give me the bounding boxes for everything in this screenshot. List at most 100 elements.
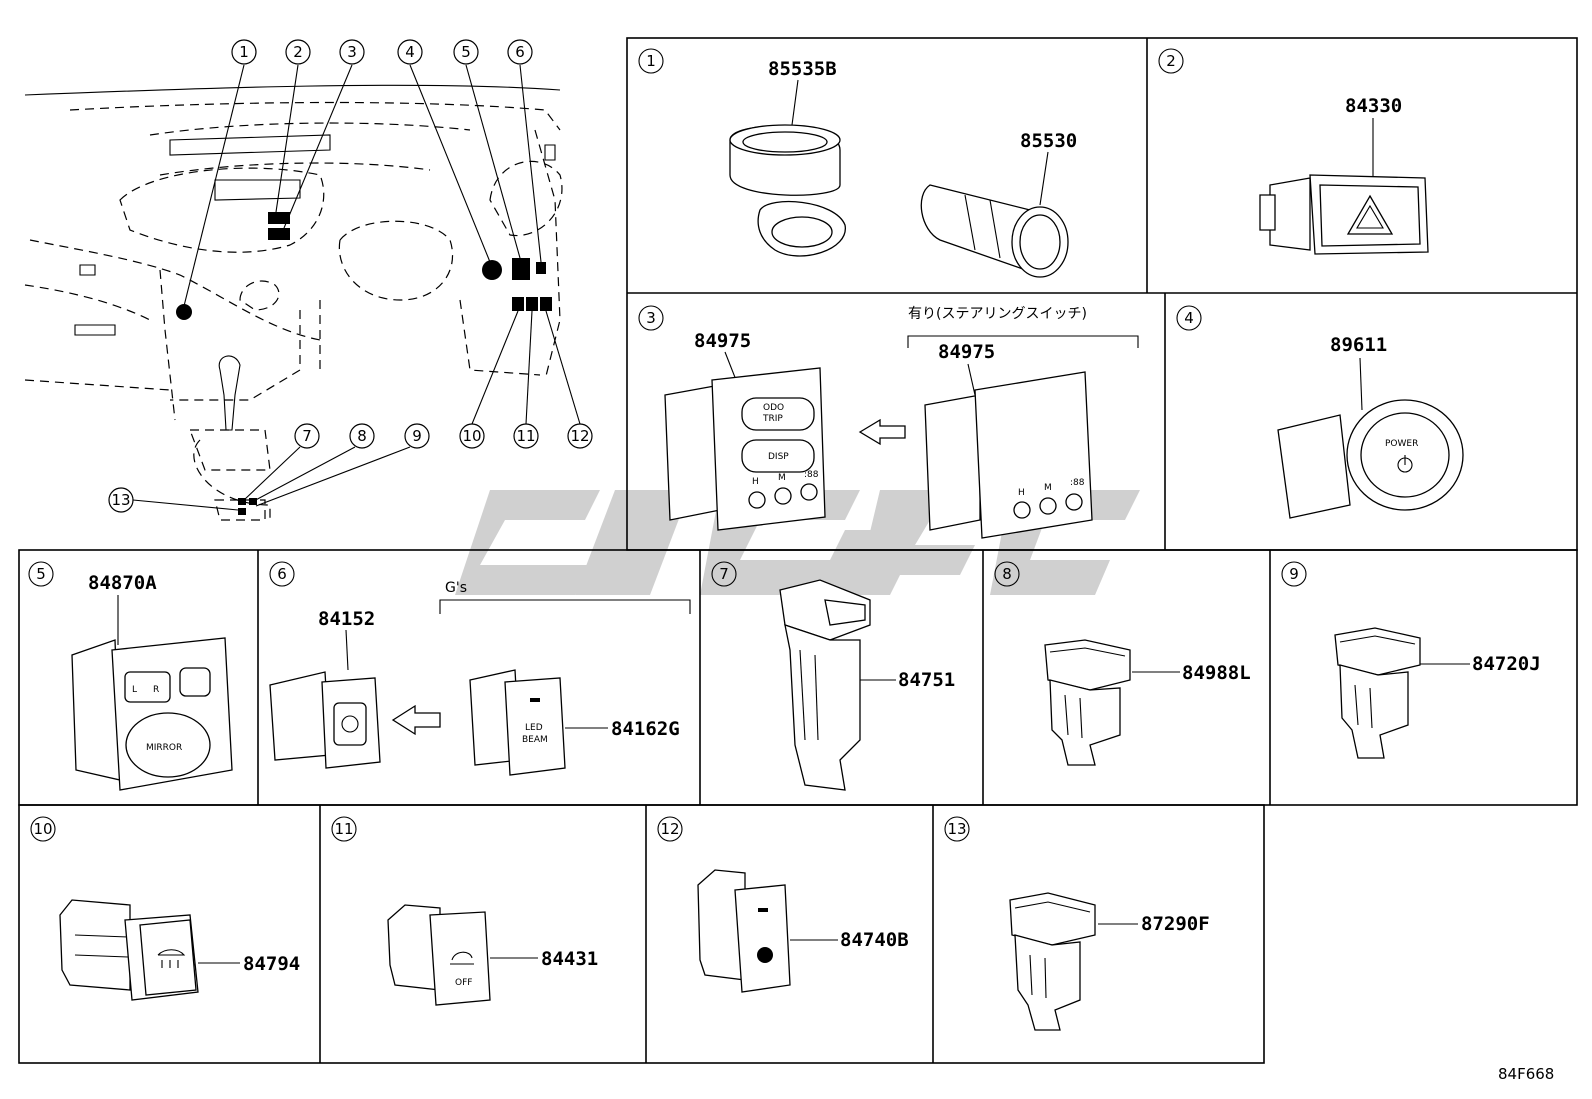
svg-text:6: 6: [515, 43, 525, 61]
overview-callout-1: 1: [231, 39, 257, 65]
svg-text:OFF: OFF: [455, 978, 472, 988]
odo-trip-switch-right-drawing: H M :88: [924, 371, 1093, 539]
svg-text:DISP: DISP: [768, 452, 789, 462]
svg-text:MIRROR: MIRROR: [146, 743, 182, 753]
cell-number: 2: [1166, 52, 1176, 70]
cell-7: 7 84751: [711, 561, 955, 791]
cell-5: 5 84870A L R MIRROR: [28, 561, 233, 791]
gs-note: G's: [445, 580, 467, 596]
headlight-leveling-switch-drawing: [269, 671, 381, 769]
part-number-84988L: 84988L: [1182, 662, 1251, 684]
overview-callout-9: 9: [404, 423, 430, 449]
cell-number: 5: [36, 565, 46, 583]
rear-defogger-icon: [157, 949, 186, 968]
svg-text:2: 2: [293, 43, 303, 61]
switch-84751-drawing: [779, 579, 871, 791]
overview-callout-13: 13: [108, 487, 134, 513]
cell-number: 7: [719, 565, 729, 583]
cell-3: 3 84975 有り(ステアリングスイッチ) 84975 ODO TRIP DI…: [638, 305, 1139, 539]
steering-switch-note: 有り(ステアリングスイッチ): [908, 306, 1087, 322]
switch-84720J-drawing: [1334, 627, 1421, 759]
svg-text:9: 9: [412, 427, 422, 445]
led-beam-switch-drawing: LED BEAM: [469, 669, 566, 776]
arrow-left-icon: [391, 704, 441, 736]
svg-text:POWER: POWER: [1385, 439, 1418, 449]
part-number-84870A: 84870A: [88, 572, 157, 594]
svg-text::88: :88: [804, 470, 819, 480]
svg-text:4: 4: [405, 43, 415, 61]
cell-number: 8: [1002, 565, 1012, 583]
part-number-84975-right: 84975: [938, 341, 995, 363]
switch-84740B-drawing: [697, 869, 791, 993]
svg-text::88: :88: [1070, 478, 1085, 488]
cell-1: 1 85535B 85530: [638, 48, 1077, 278]
switch-87290F-drawing: [1009, 892, 1096, 1031]
arrow-left-icon: [858, 418, 906, 446]
overview-callout-8: 8: [349, 423, 375, 449]
part-number-85530: 85530: [1020, 130, 1077, 152]
overview-callout-4: 4: [397, 39, 423, 65]
odo-trip-switch-left-drawing: ODO TRIP DISP H M :88: [664, 367, 826, 531]
svg-text:13: 13: [111, 491, 130, 509]
svg-text:R: R: [153, 685, 159, 695]
mirror-switch-drawing: L R MIRROR: [71, 637, 233, 791]
svg-text:1: 1: [239, 43, 249, 61]
defogger-switch-drawing: [59, 899, 199, 1001]
cell-number: 11: [334, 820, 353, 838]
overview-callout-5: 5: [453, 39, 479, 65]
part-number-84162G: 84162G: [611, 718, 680, 740]
svg-text:M: M: [778, 473, 786, 483]
cell-11: 11 84431 OFF: [331, 816, 598, 1006]
part-number-87290F: 87290F: [1141, 913, 1210, 935]
power-outlet-socket-drawing: [729, 124, 846, 257]
skid-car-icon: [450, 951, 474, 965]
svg-text:L: L: [132, 685, 137, 695]
overview-callout-10: 10: [459, 423, 485, 449]
overview-callout-12: 12: [567, 423, 593, 449]
part-number-84330: 84330: [1345, 95, 1402, 117]
cell-9: 9 84720J: [1281, 561, 1541, 759]
svg-text:5: 5: [461, 43, 471, 61]
svg-text:10: 10: [462, 427, 481, 445]
cell-number: 12: [660, 820, 679, 838]
svg-text:M: M: [1044, 483, 1052, 493]
svg-text:ODO: ODO: [763, 403, 784, 413]
cell-number: 9: [1289, 565, 1299, 583]
svg-text:8: 8: [357, 427, 367, 445]
svg-text:11: 11: [516, 427, 535, 445]
cell-number: 1: [646, 52, 656, 70]
svg-text:3: 3: [347, 43, 357, 61]
vsc-off-switch-drawing: OFF: [387, 904, 491, 1006]
cell-10: 10 84794: [30, 816, 300, 1001]
part-number-84794: 84794: [243, 953, 300, 975]
grid-frame: [18, 37, 1578, 1064]
diagram-code: 84F668: [1498, 1065, 1554, 1083]
overview-callout-11: 11: [513, 423, 539, 449]
overview-callout-2: 2: [285, 39, 311, 65]
svg-text:TRIP: TRIP: [762, 414, 783, 424]
part-number-85535B: 85535B: [768, 58, 837, 80]
part-number-84431: 84431: [541, 948, 598, 970]
cell-6: 6 G's 84152 84162G LED BEAM: [269, 561, 691, 776]
cell-13: 13 87290F: [944, 816, 1210, 1031]
overview-callout-6: 6: [507, 39, 533, 65]
cigarette-lighter-socket-drawing: [920, 184, 1069, 278]
cell-number: 4: [1184, 309, 1194, 327]
power-button-drawing: POWER: [1277, 399, 1464, 519]
cell-4: 4 89611 POWER: [1176, 305, 1464, 519]
svg-text:LED: LED: [525, 723, 543, 733]
part-number-84740B: 84740B: [840, 929, 909, 951]
cell-number: 13: [947, 820, 966, 838]
interior-overview: 1 2 3 4 5 6 7 8 9 10 11 12 13: [24, 39, 593, 521]
cell-2: 2 84330: [1158, 48, 1429, 255]
cell-8: 8 84988L: [994, 561, 1251, 766]
part-number-84152: 84152: [318, 608, 375, 630]
part-number-84720J: 84720J: [1472, 653, 1541, 675]
cell-number: 10: [33, 820, 52, 838]
svg-text:BEAM: BEAM: [522, 735, 548, 745]
svg-text:7: 7: [302, 427, 312, 445]
cell-number: 3: [646, 309, 656, 327]
cell-12: 12 84740B: [657, 816, 909, 993]
hazard-switch-drawing: [1259, 174, 1429, 255]
